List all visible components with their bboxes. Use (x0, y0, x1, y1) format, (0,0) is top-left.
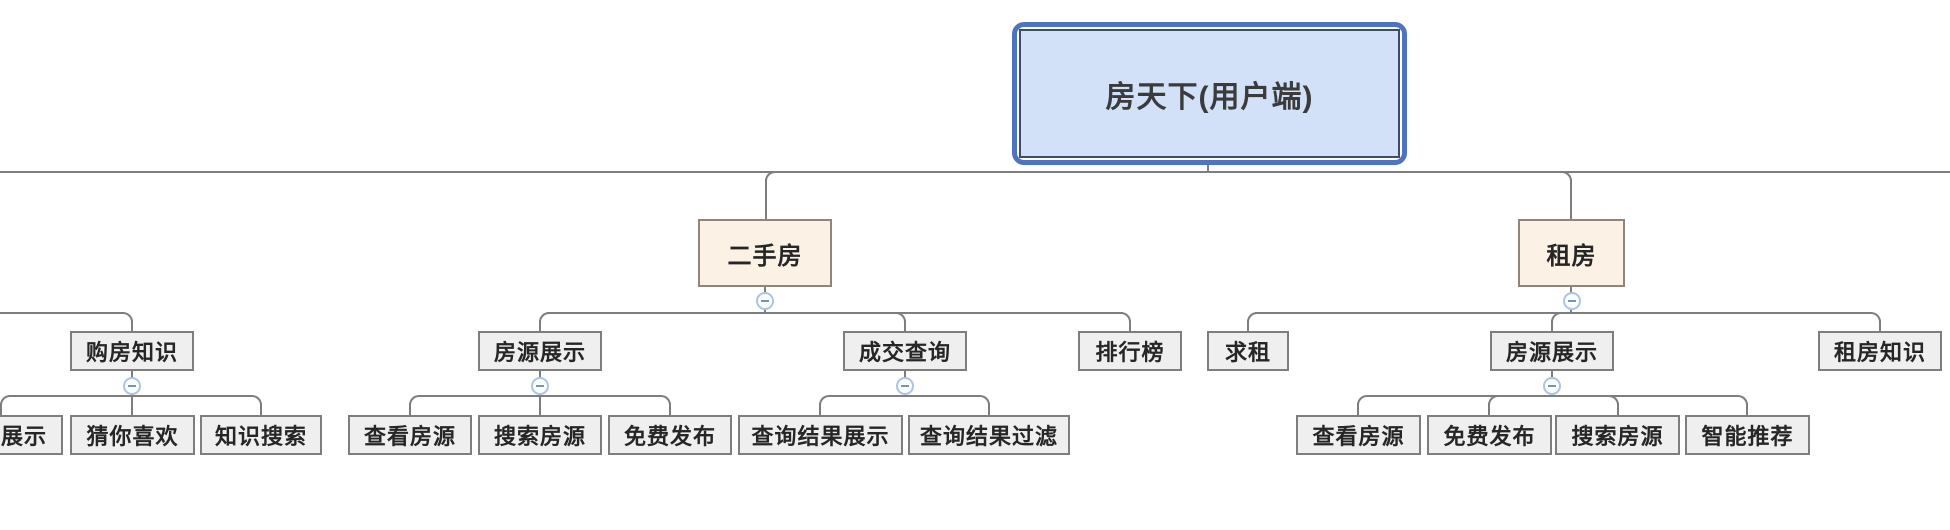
connector-corner (539, 312, 549, 322)
leaf-view-listings-sh[interactable]: 查看房源 (348, 415, 472, 455)
connector-line (1746, 403, 1748, 415)
connector-line (819, 403, 821, 415)
collapse-icon[interactable] (531, 377, 549, 395)
collapse-icon[interactable] (896, 377, 914, 395)
leaf-query-result-filter[interactable]: 查询结果过滤 (908, 415, 1070, 455)
node-ranking-list[interactable]: 排行榜 (1078, 331, 1182, 371)
connector-line (988, 403, 990, 415)
connector-line (1366, 395, 1739, 397)
connector-corner (1738, 395, 1748, 405)
minus-icon (901, 385, 909, 387)
connector-line (1247, 320, 1249, 331)
leaf-free-post-rent[interactable]: 免费发布 (1427, 415, 1552, 455)
connector-line (409, 403, 411, 415)
connector-line (669, 403, 671, 415)
minus-icon (1568, 300, 1576, 302)
connector-corner (409, 395, 419, 405)
connector-corner (765, 171, 775, 181)
connector-corner (980, 395, 990, 405)
minus-icon (536, 385, 544, 387)
connector-corner (252, 395, 262, 405)
connector-corner (1121, 312, 1131, 322)
connector-line (0, 171, 1950, 173)
leaf-search-listings-rent[interactable]: 搜索房源 (1555, 415, 1680, 455)
root-node[interactable]: 房天下(用户端) (1012, 22, 1407, 165)
connector-line (828, 395, 981, 397)
root-node-label: 房天下(用户端) (1019, 29, 1400, 158)
connector-corner (1562, 171, 1572, 181)
minus-icon (1548, 385, 1556, 387)
leaf-search-listings-sh[interactable]: 搜索房源 (478, 415, 602, 455)
connector-line (1617, 403, 1619, 415)
connector-line (131, 395, 133, 415)
connector-line (904, 320, 906, 331)
connector-line (1129, 320, 1131, 331)
leaf-free-post-sh[interactable]: 免费发布 (608, 415, 732, 455)
connector-corner (1247, 312, 1257, 322)
connector-corner (896, 312, 906, 322)
connector-corner (1488, 395, 1498, 405)
connector-line (1551, 320, 1553, 331)
connector-corner (0, 395, 10, 405)
node-rent-knowledge[interactable]: 租房知识 (1818, 331, 1942, 371)
node-listing-display-rent[interactable]: 房源展示 (1490, 331, 1614, 371)
connector-corner (661, 395, 671, 405)
branch-rent-house[interactable]: 租房 (1518, 219, 1625, 287)
connector-line (539, 320, 541, 331)
leaf-knowledge-search[interactable]: 知识搜索 (200, 415, 322, 455)
node-seek-rent[interactable]: 求租 (1207, 331, 1289, 371)
connector-line (131, 320, 133, 331)
leaf-query-result-display[interactable]: 查询结果展示 (738, 415, 903, 455)
connector-corner (1551, 312, 1561, 322)
connector-line (1255, 312, 1872, 314)
connector-line (0, 403, 2, 415)
connector-line (1357, 403, 1359, 415)
connector-line (1488, 403, 1490, 415)
minus-icon (761, 300, 769, 302)
connector-corner (123, 312, 133, 322)
connector-corner (1609, 395, 1619, 405)
connector-line (1879, 320, 1881, 331)
leaf-guess-you-like[interactable]: 猜你喜欢 (70, 415, 195, 455)
connector-line (1570, 179, 1572, 219)
connector-line (260, 403, 262, 415)
leaf-smart-recommend[interactable]: 智能推荐 (1685, 415, 1810, 455)
connector-line (0, 312, 124, 314)
collapse-icon[interactable] (756, 292, 774, 310)
connector-line (1207, 163, 1209, 172)
collapse-icon[interactable] (123, 377, 141, 395)
node-buying-knowledge[interactable]: 购房知识 (70, 331, 194, 371)
node-listing-display-sh[interactable]: 房源展示 (478, 331, 602, 371)
connector-line (765, 179, 767, 219)
collapse-icon[interactable] (1563, 292, 1581, 310)
node-deal-query[interactable]: 成交查询 (843, 331, 967, 371)
branch-second-hand-house[interactable]: 二手房 (698, 219, 832, 287)
collapse-icon[interactable] (1543, 377, 1561, 395)
connector-line (539, 395, 541, 415)
leaf-view-listings-rent[interactable]: 查看房源 (1296, 415, 1421, 455)
minus-icon (128, 385, 136, 387)
connector-line (547, 312, 1123, 314)
connector-corner (819, 395, 829, 405)
connector-corner (1357, 395, 1367, 405)
connector-corner (1871, 312, 1881, 322)
